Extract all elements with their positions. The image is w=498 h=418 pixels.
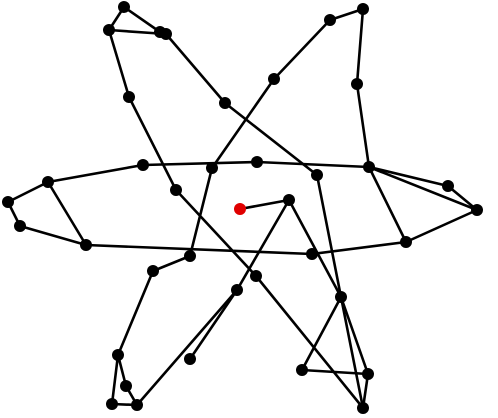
graph-edge xyxy=(188,166,214,258)
graph-edge xyxy=(46,180,88,247)
graph-edge xyxy=(367,165,479,212)
graph-edge xyxy=(238,198,291,211)
graph-edge xyxy=(355,7,365,86)
graph-edge xyxy=(151,254,192,273)
graph-node xyxy=(120,380,132,392)
graph-node xyxy=(324,14,336,26)
graph-edge xyxy=(272,18,332,81)
graph-node xyxy=(112,349,124,361)
graph-node xyxy=(118,1,130,13)
graph-node xyxy=(123,91,135,103)
graph-edge xyxy=(255,160,371,169)
graph-edge xyxy=(141,160,259,167)
graph-node xyxy=(296,364,308,376)
graph-node xyxy=(14,220,26,232)
graph-node xyxy=(231,284,243,296)
graph-edge xyxy=(446,184,479,212)
graph-node xyxy=(268,73,280,85)
graph-edge xyxy=(210,77,276,170)
graph-node xyxy=(103,24,115,36)
graph-node xyxy=(335,291,347,303)
graph-node xyxy=(362,368,374,380)
graph-node xyxy=(184,250,196,262)
graph-node xyxy=(106,398,118,410)
graph-edge xyxy=(188,288,239,361)
graph-edge xyxy=(110,353,120,406)
graph-node xyxy=(170,184,182,196)
graph-edge xyxy=(84,243,314,256)
graph-edge xyxy=(254,274,365,410)
graph-node xyxy=(80,239,92,251)
graph-edge xyxy=(339,295,370,376)
graph-nodes xyxy=(2,1,483,414)
graph-node xyxy=(351,78,363,90)
graph-edge xyxy=(235,198,291,292)
graph-edge xyxy=(174,188,258,278)
graph-node xyxy=(2,196,14,208)
graph-edge xyxy=(404,208,479,244)
graph-edge xyxy=(116,269,155,357)
graph-node xyxy=(442,180,454,192)
graph-node xyxy=(357,3,369,15)
graph-edge xyxy=(164,32,227,105)
graph-node xyxy=(219,97,231,109)
graph-node xyxy=(283,194,295,206)
graph-edge xyxy=(135,288,239,407)
graph-node-highlighted xyxy=(234,203,246,215)
graph-edge xyxy=(46,163,145,184)
graph-edge xyxy=(355,82,371,169)
graph-edge xyxy=(315,173,343,299)
graph-node xyxy=(357,402,369,414)
graph-node xyxy=(471,204,483,216)
graph-edge xyxy=(122,5,162,34)
graph-node xyxy=(147,265,159,277)
graph-node xyxy=(160,28,172,40)
graph-edges xyxy=(6,5,479,410)
graph-node xyxy=(251,156,263,168)
graph-edge xyxy=(287,198,343,299)
graph-edge xyxy=(300,295,343,372)
graph-edge xyxy=(310,240,408,256)
graph-node xyxy=(250,270,262,282)
graph-node xyxy=(131,399,143,411)
graph-node xyxy=(42,176,54,188)
graph-edge xyxy=(339,295,365,410)
graph-edge xyxy=(6,180,50,204)
graph-node xyxy=(184,353,196,365)
graph-node xyxy=(137,159,149,171)
graph-edge xyxy=(18,224,88,247)
graph-edge xyxy=(127,95,178,192)
graph-node xyxy=(306,248,318,260)
graph-node xyxy=(363,161,375,173)
graph-node xyxy=(206,162,218,174)
graph-edge xyxy=(367,165,408,244)
graph-node xyxy=(400,236,412,248)
graph-edge xyxy=(107,28,131,99)
graph-edge xyxy=(367,165,450,188)
graph-node xyxy=(311,169,323,181)
